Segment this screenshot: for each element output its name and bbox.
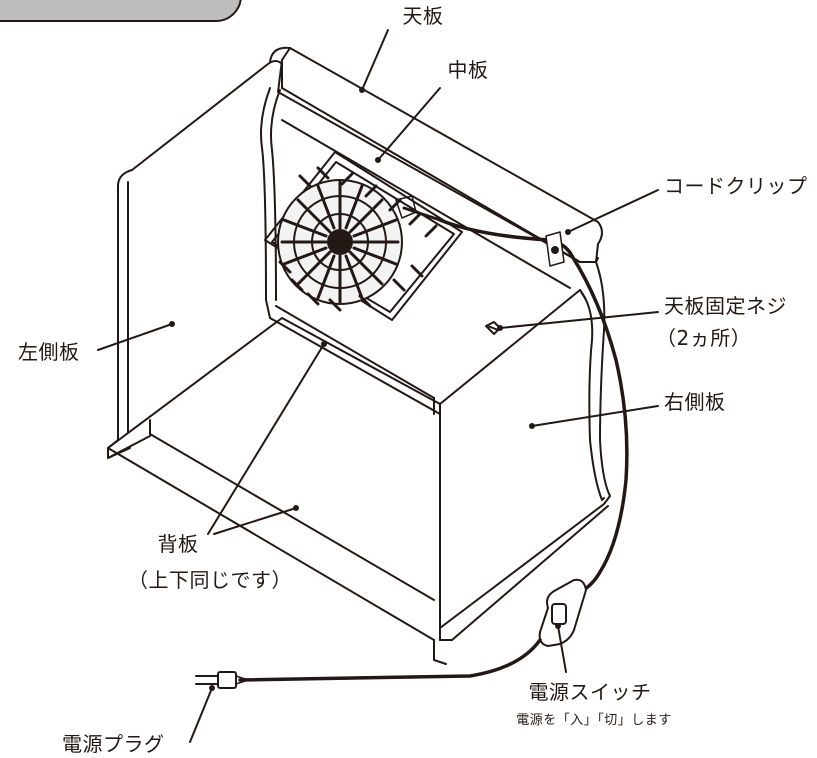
label-power-switch-note: 電源を「入」「切」します bbox=[516, 713, 672, 728]
back-board-shape bbox=[107, 305, 447, 665]
bottom-board-shape bbox=[107, 317, 441, 641]
right-side-board-shape bbox=[439, 257, 611, 641]
fan-unit-shape bbox=[264, 151, 463, 321]
middle-board-shape bbox=[281, 87, 581, 289]
label-cord-clip: コードクリップ bbox=[664, 174, 808, 198]
label-left-board: 左側板 bbox=[18, 340, 80, 364]
leader-lines bbox=[97, 29, 659, 743]
label-top-board: 天板 bbox=[402, 4, 444, 28]
label-back-board: 背板 bbox=[157, 532, 199, 556]
label-top-screw-note: （2ヵ所） bbox=[656, 326, 752, 350]
label-top-screw: 天板固定ネジ bbox=[664, 294, 787, 318]
label-power-switch: 電源スイッチ bbox=[528, 680, 652, 704]
label-middle-board: 中板 bbox=[447, 58, 489, 82]
label-right-board: 右側板 bbox=[664, 390, 726, 414]
left-side-board-shape bbox=[107, 60, 283, 459]
power-cord-shape bbox=[195, 195, 629, 689]
label-back-board-note: （上下同じです） bbox=[128, 568, 292, 592]
label-power-plug: 電源プラグ bbox=[62, 732, 165, 756]
